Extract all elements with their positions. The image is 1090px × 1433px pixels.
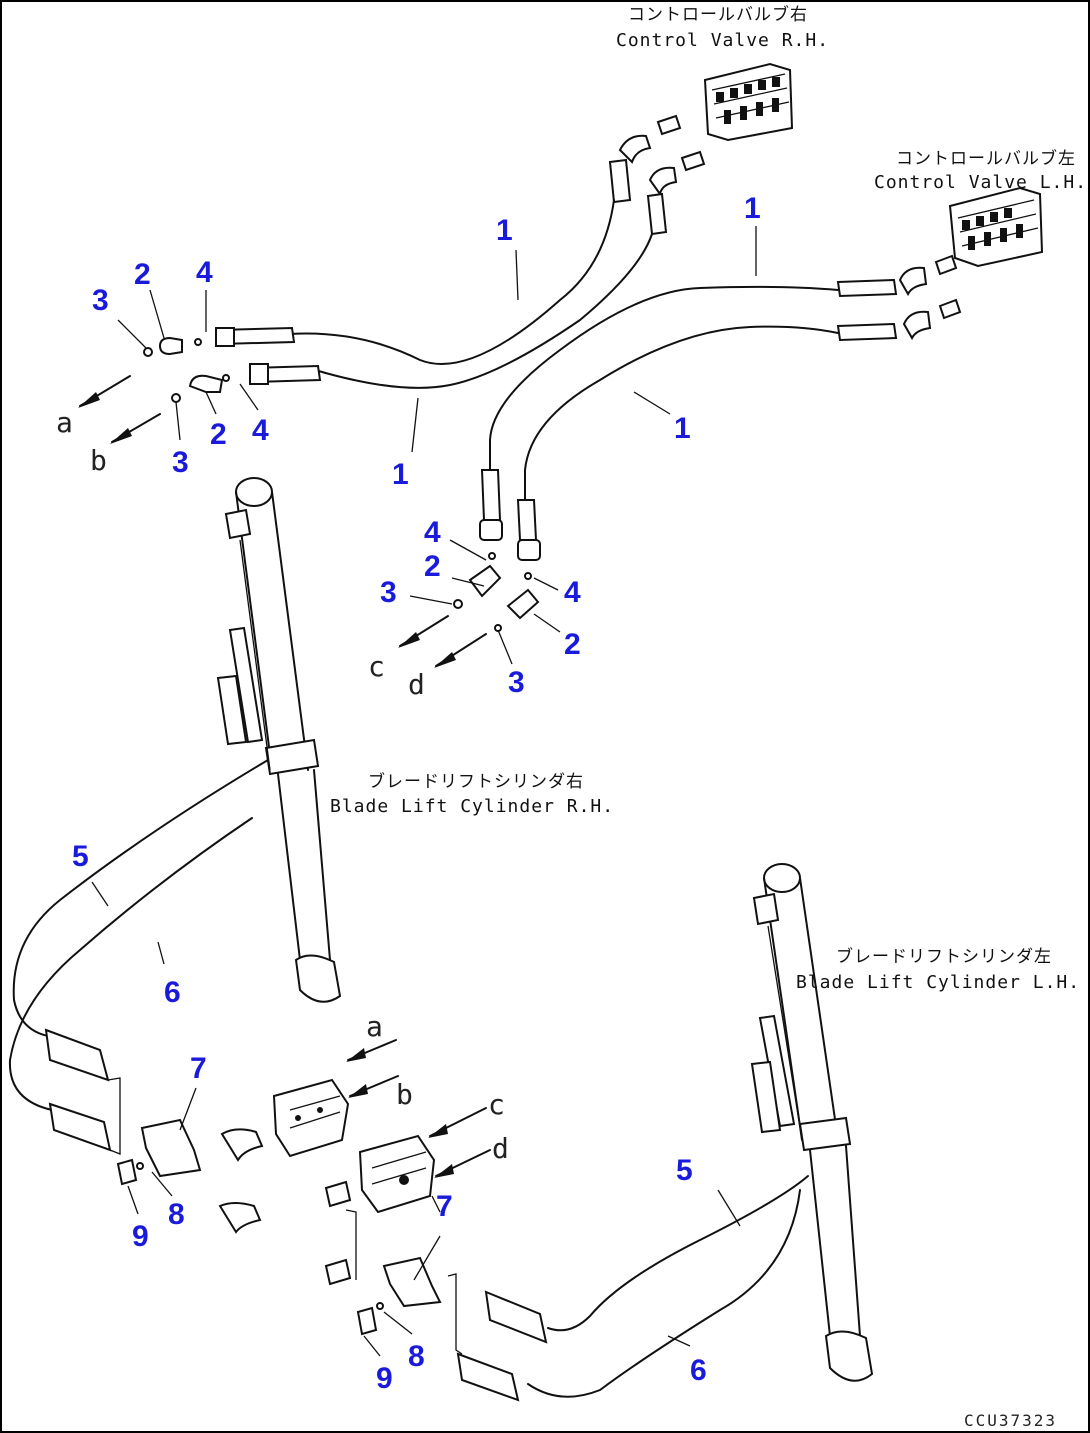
callout-9: 9 [376,1362,393,1395]
control-valve-rh [703,62,794,142]
port-letters: a b c d a b c d [56,406,509,1165]
callout-1: 1 [674,412,691,445]
valve-block-7-left [116,1078,350,1234]
callout-2: 2 [210,418,227,451]
callout-9: 9 [132,1220,149,1253]
valve-block-7-center [324,1134,442,1336]
fittings-middle [453,552,540,632]
port-b: b [90,444,107,477]
port-arrows-upper [78,375,487,668]
callout-3: 3 [508,666,525,699]
control-valve-lh [948,186,1044,268]
callout-2: 2 [564,628,581,661]
port-arrows-lower [346,1039,491,1178]
port-d: d [408,668,425,701]
port-d: d [492,1132,509,1165]
hose-1-group [215,199,839,561]
valve-rh-en-label: Control Valve R.H. [616,30,829,51]
valve-rh-jp-label: コントロールバルブ右 [628,4,808,25]
lh-valve-fittings [836,254,962,342]
cyl-rh-jp-label: ブレードリフトシリンダ右 [368,771,584,792]
callout-3: 3 [380,576,397,609]
cyl-lh-en-label: Blade Lift Cylinder L.H. [796,972,1080,993]
drawing-code: CCU37323 [964,1411,1057,1430]
port-a: a [56,406,73,439]
callout-1: 1 [496,214,513,247]
callout-5: 5 [72,840,89,873]
blade-lift-cylinder-rh [216,477,342,1003]
callout-6: 6 [164,976,181,1009]
callout-2: 2 [424,550,441,583]
callout-6: 6 [690,1354,707,1387]
valve-lh-en-label: Control Valve L.H. [874,172,1087,193]
cyl-lh-jp-label: ブレードリフトシリンダ左 [836,946,1052,967]
callout-8: 8 [408,1340,425,1373]
valve-lh-jp-label: コントロールバルブ左 [896,148,1076,169]
rh-valve-fittings [608,114,706,236]
callout-4: 4 [424,516,441,549]
hose-5-6-right [447,1175,809,1402]
callout-8: 8 [168,1198,185,1231]
blade-lift-cylinder-lh [750,863,874,1382]
callout-4: 4 [252,414,269,447]
leader-lines-upper [117,226,757,665]
callout-3: 3 [172,446,189,479]
callout-7: 7 [190,1052,207,1085]
port-a: a [366,1010,383,1043]
port-c: c [488,1088,505,1121]
callout-1: 1 [744,192,761,225]
port-b: b [396,1078,413,1111]
callout-4: 4 [564,576,581,609]
hose-5-6-left [8,759,269,1155]
cyl-rh-en-label: Blade Lift Cylinder R.H. [330,796,614,817]
callout-4: 4 [196,256,213,289]
callout-2: 2 [134,258,151,291]
part-number-callouts: 1 1 1 1 2 2 2 2 3 3 3 3 4 4 4 4 5 5 6 6 … [72,192,761,1395]
callout-5: 5 [676,1154,693,1187]
fittings-upper-left [143,336,230,403]
callout-1: 1 [392,458,409,491]
callout-3: 3 [92,284,109,317]
port-c: c [368,650,385,683]
callout-7: 7 [436,1190,453,1223]
leader-lines-lower [91,881,741,1357]
